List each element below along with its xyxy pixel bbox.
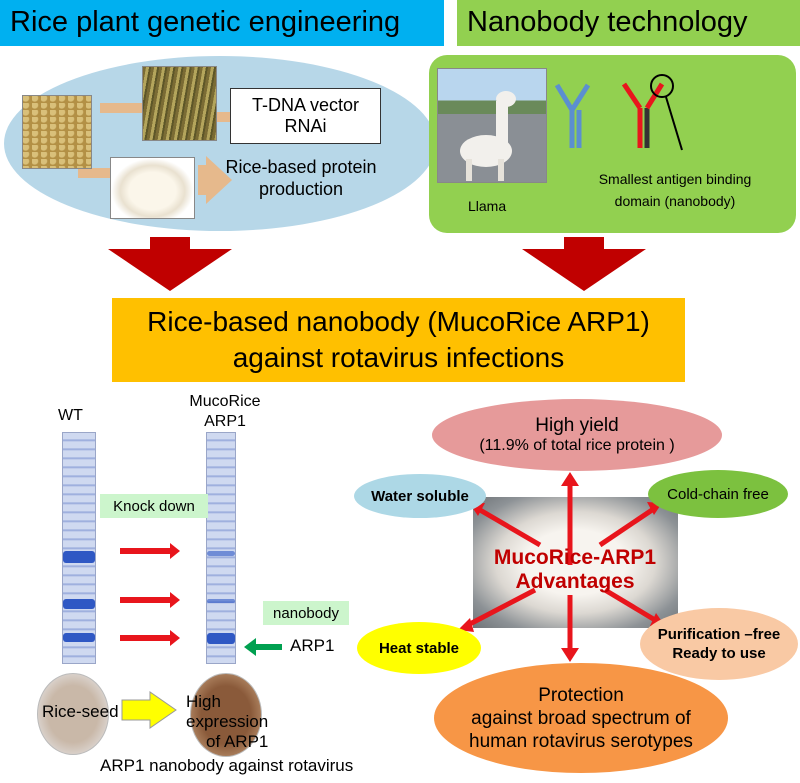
advantages-center-line2: Advantages (515, 570, 635, 593)
nanobody-text: nanobody (273, 604, 339, 622)
gel-band (63, 599, 95, 609)
ready-to-use-text: Ready to use (672, 645, 766, 662)
arp1-band-label: ARP1 (290, 636, 335, 655)
knockdown-label: Knock down (100, 494, 208, 518)
protection-line3: human rotavirus serotypes (469, 730, 693, 752)
conventional-antibody-icon (554, 83, 591, 148)
powder-to-production-arrow (198, 156, 232, 204)
antigen-domain-line1: Smallest antigen binding (598, 171, 752, 187)
purification-free-text: Purification –free (657, 626, 781, 643)
heat-stable-text: Heat stable (378, 639, 460, 657)
cold-chain-ellipse: Cold-chain free (648, 470, 788, 518)
heat-stable-ellipse: Heat stable (357, 622, 481, 674)
llama-label: Llama (468, 198, 507, 214)
rice-seed-image (37, 673, 109, 755)
rice-plant-image (142, 66, 217, 141)
yellow-arrow-icon (121, 691, 177, 729)
wt-label: WT (58, 407, 83, 424)
knockdown-text: Knock down (113, 497, 195, 515)
seed-expression-arrow (121, 691, 177, 729)
arrow-up-head (561, 472, 579, 486)
high-expression-line2: of ARP1 (206, 732, 269, 751)
nanobody-label: nanobody (263, 601, 349, 625)
rice-seed-label: Rice-seed (42, 702, 119, 721)
rice-engineering-header-text: Rice plant genetic engineering (10, 6, 401, 38)
nanobody-header: Nanobody technology (457, 0, 800, 46)
knockdown-arrow-1 (120, 543, 180, 559)
purification-free-ellipse: Purification –free Ready to use (640, 608, 798, 680)
arp1-line: ARP1 (204, 413, 246, 430)
high-expression-line1: High expression (186, 692, 269, 731)
right-down-arrow (522, 237, 646, 291)
production-label: Rice-based protein production (206, 156, 396, 200)
arrow-down-head (561, 648, 579, 662)
rnai-text: RNAi (284, 116, 327, 136)
main-title-box: Rice-based nanobody (MucoRice ARP1) agai… (112, 298, 685, 382)
production-line1: Rice-based protein (225, 157, 377, 177)
gel-band (63, 633, 95, 642)
llama-icon (460, 91, 516, 181)
arp1-green-arrow-icon (244, 638, 282, 656)
gel-lane-wt (62, 432, 96, 664)
down-arrows (108, 237, 646, 291)
main-title-line2: against rotavirus infections (232, 342, 565, 373)
rice-seeds-image (22, 95, 92, 169)
nanobody-pointer-line (665, 96, 683, 151)
high-yield-detail: (11.9% of total rice protein ) (479, 437, 675, 454)
advantages-center-line1: MucoRice-ARP1 (493, 546, 657, 569)
seed-caption: ARP1 nanobody against rotavirus (100, 756, 354, 775)
arp1-arrow (244, 638, 282, 656)
water-soluble-ellipse: Water soluble (354, 474, 486, 518)
arp1-seed-image (190, 673, 262, 757)
nanobody-header-text: Nanobody technology (467, 6, 748, 38)
high-expression-label: High expression of ARP1 (186, 692, 306, 752)
gel-band (207, 599, 235, 603)
protection-line2: against broad spectrum of (471, 707, 691, 729)
nanobody-highlight-icon (650, 74, 674, 98)
arp1-band (207, 633, 235, 644)
knockdown-arrows (120, 543, 180, 646)
knockdown-arrow-2 (120, 592, 180, 608)
protection-ellipse: Protection against broad spectrum of hum… (434, 663, 728, 773)
heavy-chain-antibody-icon (621, 82, 665, 148)
gel-lane-mucorice (206, 432, 236, 664)
mucorice-arp1-label: MucoRice ARP1 (180, 392, 270, 432)
protection-line1: Protection (538, 684, 624, 706)
left-down-arrow (108, 237, 232, 291)
tdna-vector-text: T-DNA vector (251, 95, 360, 115)
llama-image (437, 68, 547, 183)
knockdown-arrow-3 (120, 630, 180, 646)
mucorice-line: MucoRice (189, 393, 261, 410)
production-line2: production (258, 179, 344, 199)
gel-band (63, 551, 95, 563)
tdna-vector-box: T-DNA vector RNAi (230, 88, 381, 144)
high-yield-title: High yield (535, 415, 619, 436)
rice-engineering-header: Rice plant genetic engineering (0, 0, 444, 46)
antigen-domain-label: Smallest antigen binding domain (nanobod… (575, 168, 775, 212)
high-yield-ellipse: High yield (11.9% of total rice protein … (432, 399, 722, 471)
antigen-domain-line2: domain (nanobody) (614, 193, 736, 209)
main-title-line1: Rice-based nanobody (MucoRice ARP1) (147, 306, 650, 337)
rice-powder-image (110, 157, 195, 219)
gel-band (207, 551, 235, 556)
cold-chain-text: Cold-chain free (667, 485, 769, 503)
advantage-arrows (458, 472, 665, 662)
advantages-center-label: MucoRice-ARP1 Advantages (480, 546, 670, 594)
water-soluble-text: Water soluble (371, 487, 469, 505)
antibody-diagram (554, 74, 683, 151)
